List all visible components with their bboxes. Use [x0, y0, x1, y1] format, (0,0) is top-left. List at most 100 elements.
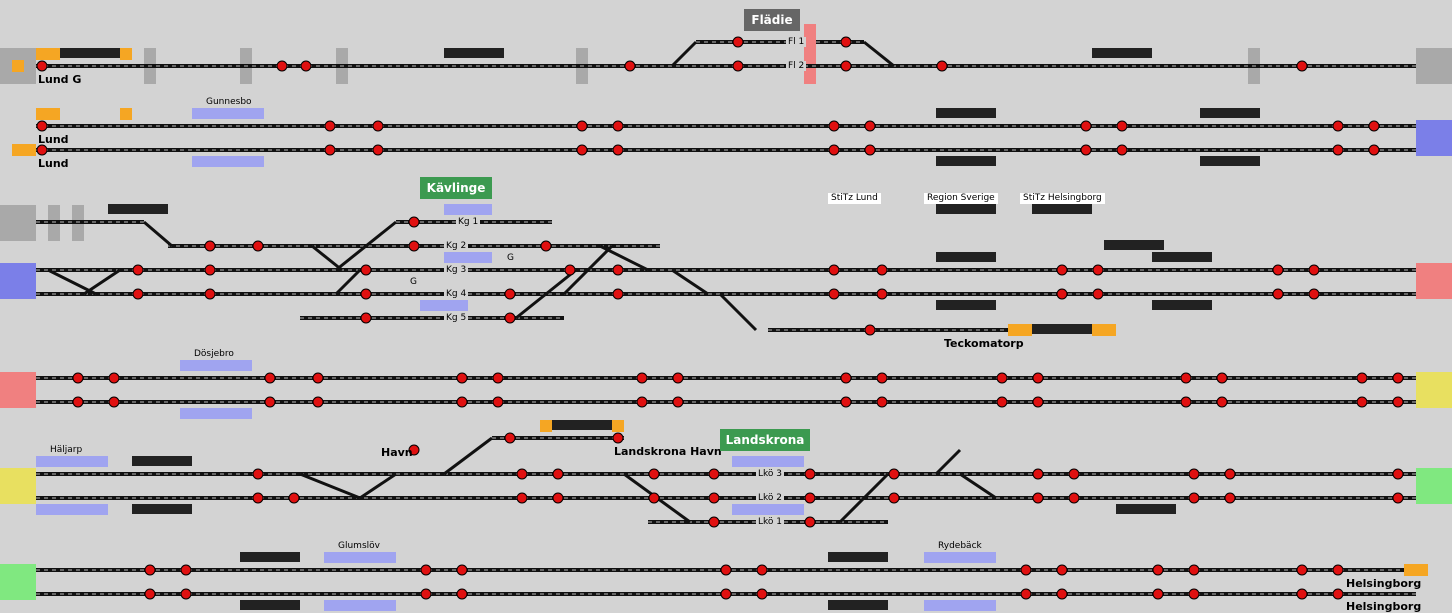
signal-indicator[interactable]: [996, 372, 1008, 384]
signal-indicator[interactable]: [360, 312, 372, 324]
signal-indicator[interactable]: [732, 36, 744, 48]
signal-indicator[interactable]: [612, 264, 624, 276]
signal-indicator[interactable]: [1216, 396, 1228, 408]
signal-indicator[interactable]: [516, 468, 528, 480]
signal-indicator[interactable]: [108, 396, 120, 408]
signal-indicator[interactable]: [264, 396, 276, 408]
signal-indicator[interactable]: [1032, 396, 1044, 408]
signal-indicator[interactable]: [276, 60, 288, 72]
signal-indicator[interactable]: [72, 372, 84, 384]
signal-indicator[interactable]: [1020, 564, 1032, 576]
edge-connector-west-row3[interactable]: [0, 205, 36, 241]
signal-indicator[interactable]: [252, 492, 264, 504]
signal-indicator[interactable]: [264, 372, 276, 384]
signal-indicator[interactable]: [576, 120, 588, 132]
signal-indicator[interactable]: [1188, 468, 1200, 480]
signal-indicator[interactable]: [936, 60, 948, 72]
signal-indicator[interactable]: [1392, 468, 1404, 480]
signal-indicator[interactable]: [372, 120, 384, 132]
signal-indicator[interactable]: [1056, 588, 1068, 600]
signal-indicator[interactable]: [564, 264, 576, 276]
signal-indicator[interactable]: [204, 288, 216, 300]
signal-indicator[interactable]: [864, 120, 876, 132]
signal-indicator[interactable]: [360, 288, 372, 300]
signal-indicator[interactable]: [840, 396, 852, 408]
signal-indicator[interactable]: [1032, 492, 1044, 504]
signal-indicator[interactable]: [828, 288, 840, 300]
signal-indicator[interactable]: [408, 216, 420, 228]
signal-indicator[interactable]: [1020, 588, 1032, 600]
signal-indicator[interactable]: [576, 144, 588, 156]
signal-indicator[interactable]: [492, 372, 504, 384]
signal-indicator[interactable]: [876, 264, 888, 276]
signal-indicator[interactable]: [324, 144, 336, 156]
signal-indicator[interactable]: [1332, 588, 1344, 600]
signal-indicator[interactable]: [1188, 564, 1200, 576]
signal-indicator[interactable]: [672, 372, 684, 384]
signal-indicator[interactable]: [204, 240, 216, 252]
signal-indicator[interactable]: [1188, 492, 1200, 504]
signal-indicator[interactable]: [1296, 564, 1308, 576]
signal-indicator[interactable]: [624, 60, 636, 72]
signal-indicator[interactable]: [1216, 372, 1228, 384]
signal-indicator[interactable]: [876, 396, 888, 408]
signal-indicator[interactable]: [552, 468, 564, 480]
signal-indicator[interactable]: [1308, 288, 1320, 300]
signal-indicator[interactable]: [504, 432, 516, 444]
signal-indicator[interactable]: [720, 564, 732, 576]
signal-indicator[interactable]: [648, 492, 660, 504]
signal-indicator[interactable]: [804, 468, 816, 480]
signal-indicator[interactable]: [1032, 468, 1044, 480]
signal-indicator[interactable]: [612, 432, 624, 444]
signal-indicator[interactable]: [828, 120, 840, 132]
signal-indicator[interactable]: [492, 396, 504, 408]
edge-connector-east-row2[interactable]: [1416, 120, 1452, 156]
signal-indicator[interactable]: [36, 120, 48, 132]
signal-indicator[interactable]: [1356, 372, 1368, 384]
signal-indicator[interactable]: [612, 288, 624, 300]
signal-indicator[interactable]: [456, 588, 468, 600]
station-label-kavlinge[interactable]: Kävlinge: [420, 177, 492, 199]
signal-indicator[interactable]: [1332, 144, 1344, 156]
signal-indicator[interactable]: [1092, 288, 1104, 300]
edge-connector-west-row4[interactable]: [0, 263, 36, 299]
signal-indicator[interactable]: [144, 564, 156, 576]
signal-indicator[interactable]: [708, 468, 720, 480]
signal-indicator[interactable]: [108, 372, 120, 384]
signal-indicator[interactable]: [360, 264, 372, 276]
signal-indicator[interactable]: [840, 36, 852, 48]
signal-indicator[interactable]: [1368, 120, 1380, 132]
signal-indicator[interactable]: [1180, 396, 1192, 408]
signal-indicator[interactable]: [996, 396, 1008, 408]
signal-indicator[interactable]: [708, 492, 720, 504]
signal-indicator[interactable]: [252, 468, 264, 480]
signal-indicator[interactable]: [504, 288, 516, 300]
signal-indicator[interactable]: [756, 564, 768, 576]
signal-indicator[interactable]: [1068, 492, 1080, 504]
edge-connector-west-row7[interactable]: [0, 564, 36, 600]
signal-indicator[interactable]: [1356, 396, 1368, 408]
signal-indicator[interactable]: [72, 396, 84, 408]
signal-indicator[interactable]: [1296, 60, 1308, 72]
signal-indicator[interactable]: [840, 60, 852, 72]
signal-indicator[interactable]: [144, 588, 156, 600]
signal-indicator[interactable]: [1152, 564, 1164, 576]
signal-indicator[interactable]: [672, 396, 684, 408]
signal-indicator[interactable]: [288, 492, 300, 504]
signal-indicator[interactable]: [1368, 144, 1380, 156]
signal-indicator[interactable]: [1392, 396, 1404, 408]
edge-connector-west-row5[interactable]: [0, 372, 36, 408]
signal-indicator[interactable]: [864, 144, 876, 156]
edge-connector-east-row5[interactable]: [1416, 372, 1452, 408]
signal-indicator[interactable]: [1332, 120, 1344, 132]
signal-indicator[interactable]: [456, 372, 468, 384]
edge-connector-east-row4[interactable]: [1416, 263, 1452, 299]
signal-indicator[interactable]: [1392, 492, 1404, 504]
signal-indicator[interactable]: [552, 492, 564, 504]
signal-indicator[interactable]: [252, 240, 264, 252]
signal-indicator[interactable]: [312, 372, 324, 384]
signal-indicator[interactable]: [516, 492, 528, 504]
signal-indicator[interactable]: [1080, 120, 1092, 132]
signal-indicator[interactable]: [1080, 144, 1092, 156]
signal-indicator[interactable]: [420, 588, 432, 600]
